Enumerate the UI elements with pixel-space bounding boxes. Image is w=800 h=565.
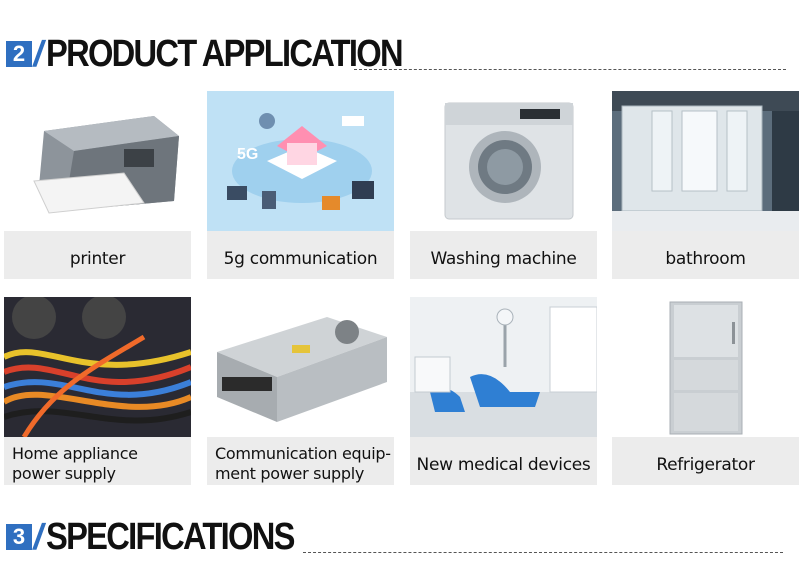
card-printer: printer — [4, 91, 191, 279]
header-rule — [354, 69, 786, 70]
section-slash: / — [30, 33, 48, 74]
bathroom-image — [612, 91, 799, 231]
card-refrigerator: Refrigerator — [612, 297, 799, 485]
card-new-medical-devices: New medical devices — [410, 297, 597, 485]
card-label: printer — [69, 249, 126, 269]
card-label-line2: ment power supply — [215, 464, 365, 483]
medical-image — [410, 297, 597, 437]
card-label-line1: Communication equip- — [215, 444, 391, 463]
card-home-appliance-power-supply: Home appliance power supply — [4, 297, 191, 485]
power-supply-image — [207, 297, 394, 437]
section-header-application: 2 / PRODUCT APPLICATION — [6, 32, 786, 75]
card-label: Washing machine — [430, 249, 577, 269]
card-label-line2: power supply — [12, 464, 116, 483]
card-washing-machine: Washing machine — [410, 91, 597, 279]
printer-image — [4, 91, 191, 231]
wires-image — [4, 297, 191, 437]
5g-image: 5G — [207, 91, 394, 231]
header-rule — [303, 552, 783, 553]
section-title: SPECIFICATIONS — [46, 515, 295, 558]
card-communication-equipment-power-supply: Communication equip- ment power supply — [207, 297, 394, 485]
section-header-specifications: 3 / SPECIFICATIONS — [6, 515, 786, 558]
card-bathroom: bathroom — [612, 91, 799, 279]
section-slash: / — [30, 516, 48, 557]
card-label: 5g communication — [223, 249, 378, 269]
card-label: bathroom — [665, 249, 746, 269]
card-label: New medical devices — [416, 455, 591, 475]
5g-badge: 5G — [237, 146, 259, 163]
washing-machine-image — [410, 91, 597, 231]
refrigerator-image — [612, 297, 799, 437]
section-title: PRODUCT APPLICATION — [46, 32, 404, 75]
card-label: Refrigerator — [656, 455, 755, 475]
card-5g-communication: 5G 5g communication — [207, 91, 394, 279]
section-number: 3 — [6, 524, 32, 550]
card-label-line1: Home appliance — [12, 444, 138, 463]
section-number: 2 — [6, 41, 32, 67]
